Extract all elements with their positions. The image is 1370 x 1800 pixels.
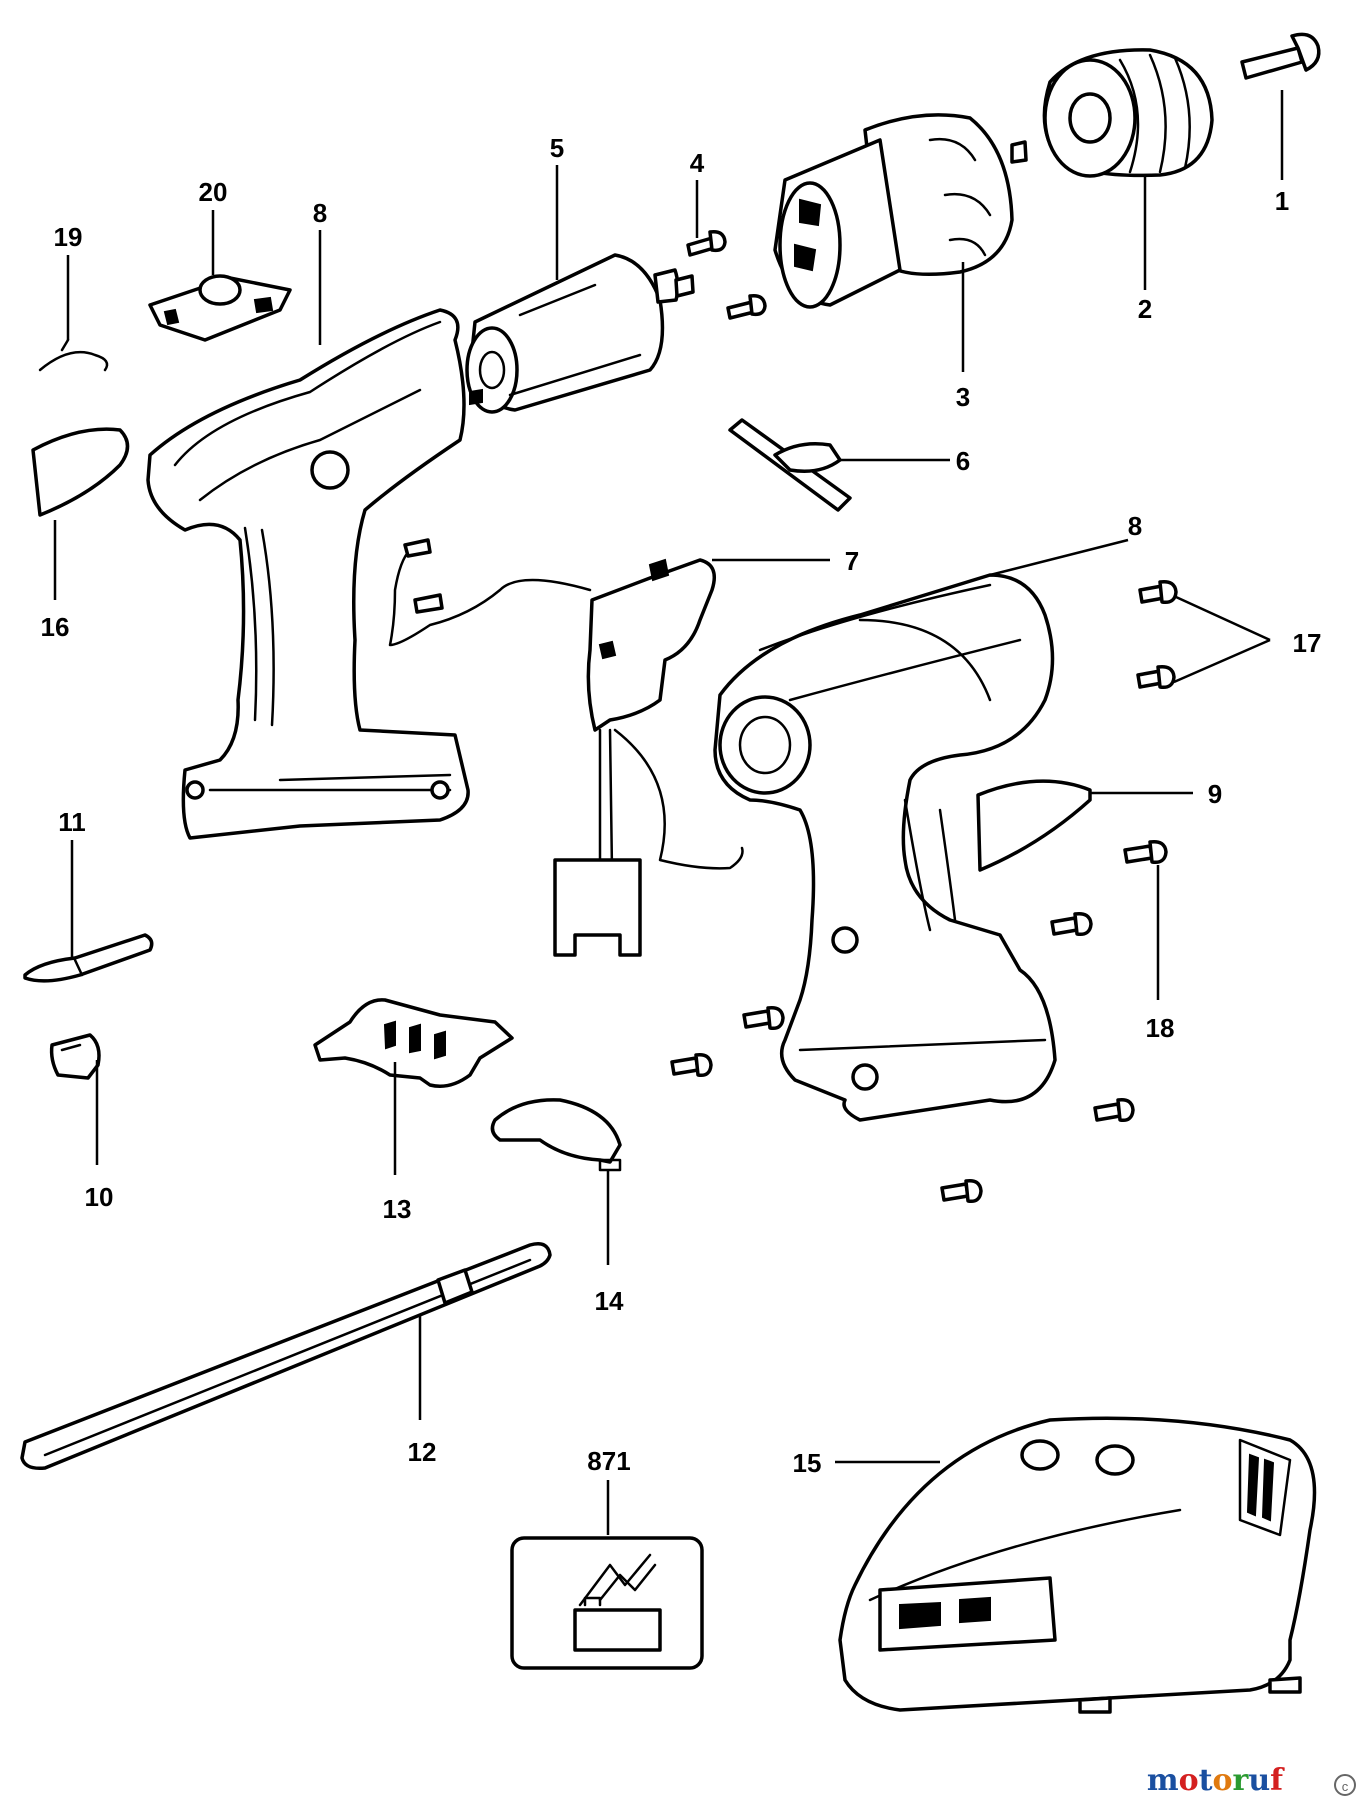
label-part-19: 19	[54, 222, 83, 252]
label-part-1: 1	[1275, 186, 1289, 216]
part-2-chuck	[1042, 48, 1214, 178]
part-11-bit	[23, 933, 154, 983]
label-part-13: 13	[383, 1194, 412, 1224]
part-9-badge	[976, 779, 1092, 872]
watermark-letter: o	[1179, 1763, 1199, 1798]
watermark-logo: motoruf c	[1147, 1763, 1356, 1798]
part-6-clip	[728, 418, 852, 512]
part-3-gearbox	[773, 113, 1028, 309]
part-871-battery	[510, 1536, 704, 1670]
copyright-icon	[1334, 1774, 1356, 1796]
watermark-letter: r	[1233, 1763, 1250, 1798]
part-4-screws	[686, 229, 767, 320]
part-5-motor	[465, 253, 695, 414]
label-part-8-left: 8	[313, 198, 327, 228]
label-part-5: 5	[550, 133, 564, 163]
label-part-4: 4	[690, 148, 705, 178]
label-part-16: 16	[41, 612, 70, 642]
watermark-letter: t	[1199, 1763, 1213, 1798]
watermark-letter: f	[1270, 1763, 1285, 1798]
label-part-8-right: 8	[1128, 511, 1142, 541]
label-part-12: 12	[408, 1437, 437, 1467]
label-part-15: 15	[793, 1448, 822, 1478]
watermark-letter: o	[1213, 1763, 1233, 1798]
label-part-2: 2	[1138, 294, 1152, 324]
copyright-glyph: c	[1342, 1779, 1349, 1794]
part-7-trigger-switch	[388, 538, 744, 957]
label-part-3: 3	[956, 382, 970, 412]
part-8-housing-left	[146, 308, 470, 840]
label-part-14: 14	[595, 1286, 624, 1316]
watermark-text: motoruf	[1147, 1763, 1285, 1798]
part-8-housing-right	[713, 573, 1057, 1122]
part-15-charger	[838, 1416, 1317, 1714]
part-16-badge	[31, 427, 130, 517]
label-part-10: 10	[85, 1182, 114, 1212]
label-part-11: 11	[58, 807, 86, 837]
label-part-9: 9	[1208, 779, 1222, 809]
part-18-screws	[670, 839, 1168, 1204]
part-1-screw	[1240, 32, 1321, 80]
label-part-7: 7	[845, 546, 859, 576]
watermark-letter: m	[1147, 1763, 1179, 1798]
label-part-18: 18	[1146, 1013, 1175, 1043]
label-part-6: 6	[956, 446, 970, 476]
label-part-17: 17	[1293, 628, 1322, 658]
part-20-switch	[148, 274, 292, 342]
label-part-871: 871	[587, 1446, 630, 1476]
watermark-letter: u	[1248, 1763, 1270, 1798]
part-14-cover	[490, 1098, 622, 1172]
part-13-terminal-block	[313, 998, 514, 1088]
part-17-screws	[1136, 579, 1178, 690]
part-19-spring	[38, 338, 109, 372]
label-part-20: 20	[199, 177, 228, 207]
part-12-bar	[20, 1242, 552, 1471]
part-10-clip	[49, 1033, 101, 1080]
